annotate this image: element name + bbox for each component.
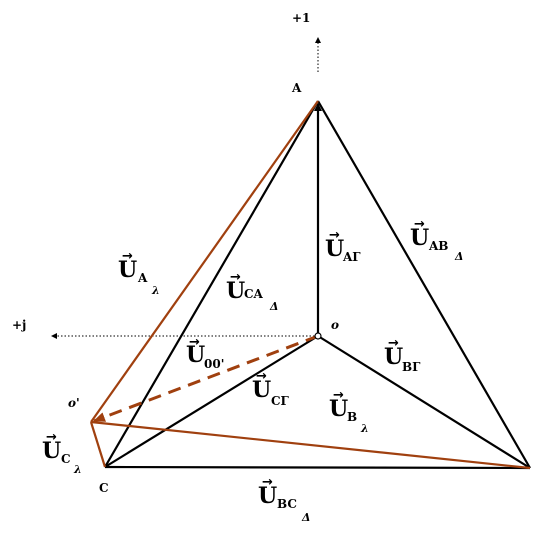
label-u-c-gamma: → U CГ: [252, 369, 290, 408]
point-label-o: o: [331, 318, 339, 332]
svg-text:A: A: [137, 271, 148, 285]
svg-text:→: →: [256, 369, 267, 384]
line-o-oprime-dashed: [93, 334, 319, 423]
label-u-ca-delta: → U CA Δ: [226, 270, 279, 313]
svg-text:→: →: [122, 249, 133, 264]
line-a-c: [104, 100, 319, 468]
label-u-b-lambda: → U B λ: [329, 388, 369, 435]
svg-text:CГ: CГ: [271, 394, 290, 408]
point-label-oprime: o': [68, 396, 80, 410]
label-u-ab-delta: → U AB Δ: [410, 217, 464, 263]
svg-text:Δ: Δ: [269, 300, 279, 313]
svg-text:λ: λ: [73, 463, 82, 476]
point-label-c: C: [99, 481, 109, 495]
line-oprime-a: [90, 100, 319, 423]
svg-text:BГ: BГ: [402, 360, 421, 374]
line-c-b: [104, 465, 531, 470]
svg-text:→: →: [414, 217, 425, 232]
label-u-a-gamma: → U AГ: [325, 228, 361, 264]
svg-text:U: U: [118, 257, 137, 283]
svg-text:C: C: [61, 452, 71, 466]
svg-text:λ: λ: [360, 422, 369, 435]
line-a-b: [317, 100, 531, 469]
svg-text:→: →: [230, 270, 241, 285]
svg-text:BC: BC: [277, 497, 297, 511]
label-u-b-gamma: → U BГ: [384, 336, 421, 374]
svg-text:U: U: [329, 396, 348, 422]
svg-text:→: →: [189, 335, 200, 350]
svg-text:U: U: [410, 225, 429, 251]
label-u-c-lambda: → U C λ: [42, 430, 82, 476]
svg-text:CA: CA: [244, 287, 264, 301]
label-u-a-lambda: → U A λ: [118, 249, 160, 297]
svg-text:U: U: [258, 483, 277, 509]
axis-label-real: +1: [292, 11, 310, 25]
line-o-c: [104, 335, 319, 468]
svg-text:AГ: AГ: [342, 250, 361, 264]
label-u-bc-delta: → U BC Δ: [258, 475, 311, 524]
line-oprime-b: [90, 420, 531, 470]
svg-text:U: U: [42, 438, 61, 464]
line-oprime-c: [89, 421, 107, 468]
svg-text:U: U: [325, 236, 344, 262]
axis-label-imag: +j: [12, 318, 26, 332]
svg-text:00': 00': [204, 357, 224, 371]
line-o-b: [317, 335, 531, 469]
svg-text:U: U: [226, 278, 245, 304]
svg-text:U: U: [384, 344, 403, 370]
svg-text:→: →: [388, 336, 399, 351]
svg-text:Δ: Δ: [301, 511, 311, 524]
svg-text:Δ: Δ: [454, 250, 464, 263]
label-u-00prime: → U 00': [186, 335, 224, 371]
svg-text:AB: AB: [428, 239, 448, 253]
point-label-a: A: [291, 81, 302, 95]
svg-text:→: →: [329, 228, 340, 243]
svg-text:→: →: [333, 388, 344, 403]
svg-text:U: U: [252, 377, 271, 403]
svg-text:B: B: [347, 410, 357, 424]
svg-text:→: →: [262, 475, 273, 490]
svg-text:λ: λ: [151, 284, 160, 297]
svg-text:→: →: [46, 430, 57, 445]
neutral-point-o: [314, 332, 322, 340]
svg-text:U: U: [186, 342, 205, 368]
